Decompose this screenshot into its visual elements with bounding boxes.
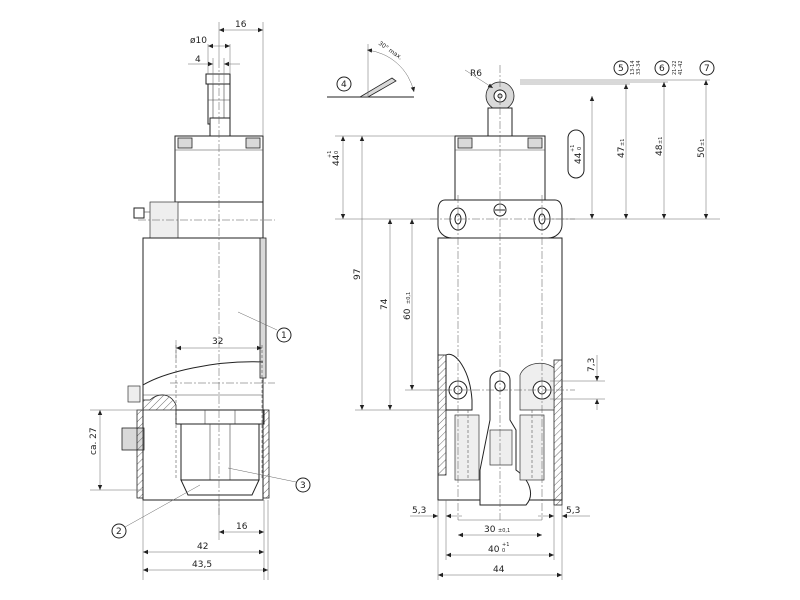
dim-32-label: 32 (212, 337, 223, 347)
svg-text:0: 0 (577, 147, 583, 150)
svg-text:40: 40 (488, 545, 500, 555)
front-view: 30° max. 4 R6 (327, 40, 720, 580)
svg-text:5,3: 5,3 (412, 506, 426, 516)
svg-text:±0,1: ±0,1 (498, 528, 510, 534)
dim-ca27-label: ca. 27 (89, 427, 99, 455)
dim-5-3-right: 5,3 (538, 505, 590, 580)
svg-text:±1: ±1 (658, 137, 664, 144)
dim-16-top-label: 16 (235, 20, 247, 30)
svg-text:97: 97 (353, 269, 363, 280)
svg-text:7: 7 (704, 64, 710, 74)
svg-text:+1: +1 (327, 151, 333, 158)
svg-text:5: 5 (618, 64, 624, 74)
dim-30: 30 ±0,1 (458, 519, 542, 538)
dim-42: 42 (142, 500, 264, 580)
dim-97: 97 (353, 136, 446, 411)
svg-text:5,3: 5,3 (566, 506, 580, 516)
svg-text:±1: ±1 (620, 139, 626, 146)
head-block (133, 135, 264, 239)
r6-label: R6 (470, 69, 482, 79)
dim-dia10-label: ø10 (190, 36, 207, 46)
callout-1: 1 (237, 311, 292, 343)
dim-50: 50 ±1 (520, 79, 710, 219)
svg-text:44: 44 (574, 152, 584, 164)
dim-32: 32 (175, 337, 262, 360)
svg-text:47: 47 (617, 147, 627, 158)
dim-5-3-left: 5,3 (410, 500, 462, 580)
svg-text:0: 0 (502, 548, 505, 554)
callout-3: 3 (227, 467, 311, 493)
dim-diameter-10: ø10 (190, 36, 231, 74)
dim-bottom-16: 16 (218, 500, 265, 580)
svg-text:7,3: 7,3 (587, 358, 597, 372)
dim-top-16: 16 (218, 20, 264, 136)
dim-4-label: 4 (195, 55, 201, 65)
dim-48: 48 ±1 (520, 81, 668, 219)
plunger (205, 73, 231, 139)
angle-indicator: 30° max. 4 (327, 40, 416, 98)
svg-text:3: 3 (300, 481, 306, 491)
svg-text:60: 60 (403, 308, 413, 320)
svg-text:30: 30 (484, 525, 496, 535)
callout-2: 2 (111, 484, 201, 539)
dim-42-label: 42 (197, 542, 208, 552)
dim-44-width: 44 (438, 565, 562, 578)
dim-47: 47 ±1 (520, 83, 630, 219)
dim-44-height: 44 +1 0 (327, 135, 455, 220)
svg-text:50: 50 (697, 146, 707, 158)
callout-5: 5 13-14 33-34 (613, 60, 642, 76)
dim-43-5: 43,5 (143, 500, 269, 580)
svg-text:±0,1: ±0,1 (406, 292, 412, 304)
dim-40: 40 +1 0 (445, 525, 555, 560)
svg-text:6: 6 (659, 64, 665, 74)
side-view: 16 ø10 4 32 ca. 27 (89, 20, 311, 580)
svg-text:44: 44 (493, 565, 505, 575)
svg-text:21-22: 21-22 (672, 60, 678, 75)
svg-text:48: 48 (655, 144, 665, 156)
dim-74: 74 (380, 219, 393, 410)
dim-16-bottom-label: 16 (236, 522, 248, 532)
svg-text:2: 2 (116, 527, 122, 537)
svg-text:74: 74 (380, 298, 390, 310)
callout-4: 4 (341, 80, 347, 90)
svg-text:1: 1 (281, 331, 287, 341)
dim-43-5-label: 43,5 (192, 560, 212, 570)
roller-lever: R6 (464, 69, 515, 137)
svg-text:41-42: 41-42 (678, 60, 684, 75)
svg-text:33-34: 33-34 (636, 60, 642, 75)
dim-4: 4 (188, 55, 240, 84)
svg-text:+1: +1 (502, 542, 509, 548)
svg-text:±1: ±1 (700, 139, 706, 146)
callout-7: 7 (699, 60, 715, 76)
dim-7-3: 7,3 (550, 355, 605, 410)
svg-text:44: 44 (332, 154, 342, 166)
dim-60: 60 ±0,1 (403, 219, 450, 391)
dim-ca-27: ca. 27 (89, 409, 143, 491)
svg-text:+1: +1 (570, 145, 576, 152)
callout-6: 6 21-22 41-42 (654, 60, 684, 76)
svg-text:0: 0 (334, 151, 340, 154)
dim-44-box: 44 +1 0 (545, 96, 720, 220)
svg-text:13-14: 13-14 (630, 60, 636, 75)
main-body (121, 237, 270, 501)
